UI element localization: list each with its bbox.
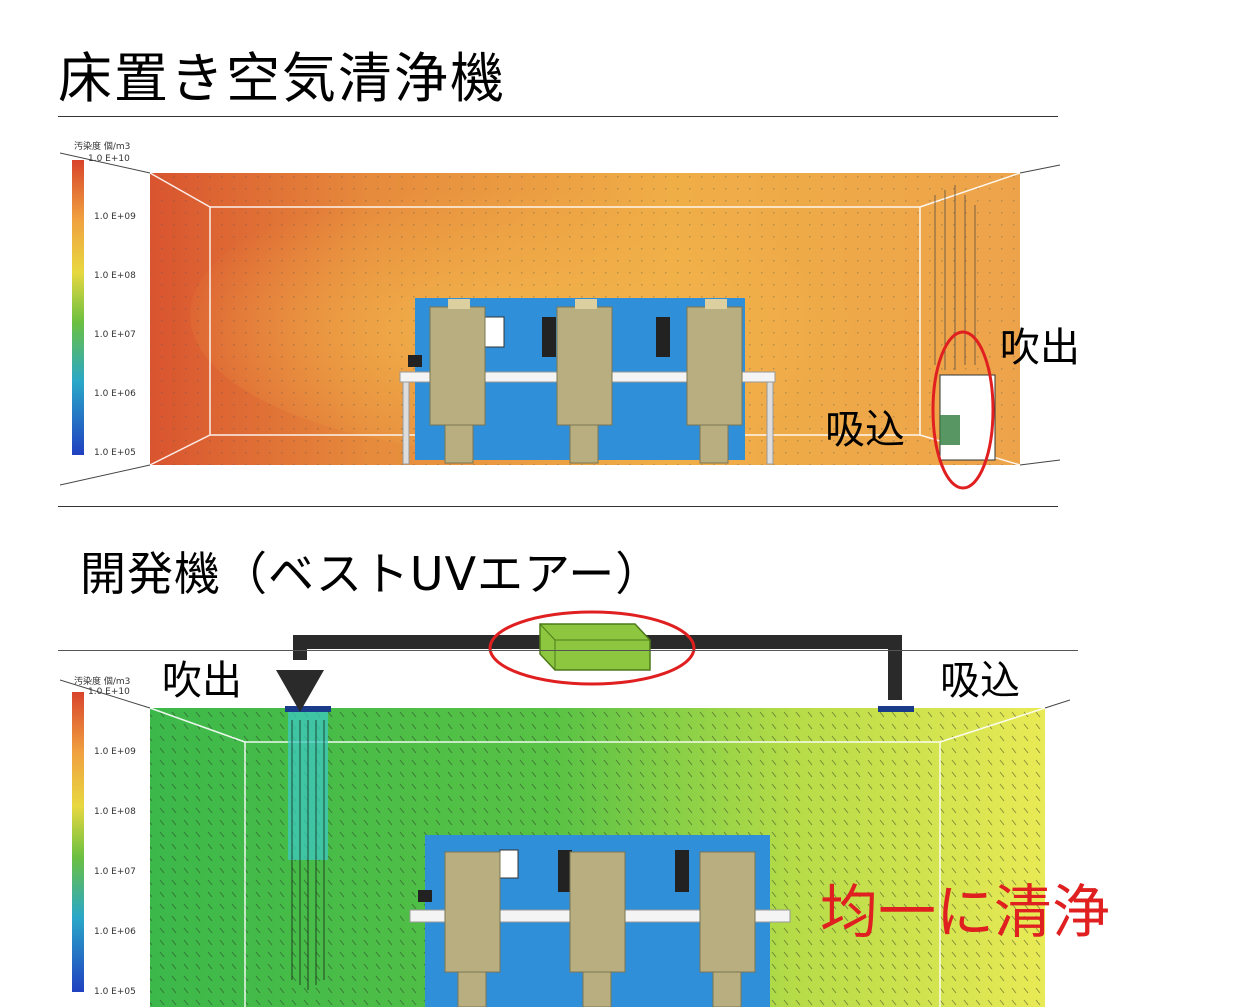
uv-air-unit xyxy=(539,623,651,671)
divider xyxy=(58,116,1058,117)
divider xyxy=(58,506,1058,507)
legend-tick: 1.0 E+08 xyxy=(94,271,136,281)
simulation-panel-floor-purifier: 汚染度 個/m3 1.0 E+10 1.0 E+09 1.0 E+08 1.0 … xyxy=(60,135,1080,505)
legend-tick: 1.0 E+09 xyxy=(94,747,136,757)
uv-air-duct-diagram xyxy=(276,610,902,712)
legend-tick: 1.0 E+05 xyxy=(94,448,136,458)
legend-title: 汚染度 個/m3 xyxy=(74,677,131,687)
inlet-label: 吸込 xyxy=(940,658,1020,704)
outlet-arrow xyxy=(276,670,324,712)
legend-tick: 1.0 E+06 xyxy=(94,389,136,399)
legend-tick: 1.0 E+05 xyxy=(94,987,136,997)
inlet-label: 吸込 xyxy=(825,407,905,453)
uniform-clean-label: 均一に清浄 xyxy=(820,878,1111,946)
simulation-panel-best-uv-air: 汚染度 個/m3 1.0 E+10 1.0 E+09 1.0 E+08 1.0 … xyxy=(60,660,1110,1007)
outlet-label: 吹出 xyxy=(1000,325,1080,371)
outlet-label: 吹出 xyxy=(162,658,242,704)
legend-tick: 1.0 E+07 xyxy=(94,330,136,340)
best-uv-air-simulation xyxy=(60,679,1070,1007)
purifier-highlight xyxy=(931,330,995,490)
legend-tick: 1.0 E+09 xyxy=(94,212,136,222)
legend-title: 汚染度 個/m3 xyxy=(74,142,131,152)
legend-tick: 1.0 E+10 xyxy=(88,154,130,164)
colorbar xyxy=(72,160,84,455)
colorbar xyxy=(72,692,84,992)
unit-highlight xyxy=(488,610,696,686)
divider xyxy=(58,650,1078,651)
section-2-title: 開発機（ベストUVエアー） xyxy=(80,547,663,601)
floor-purifier-simulation xyxy=(60,152,1061,490)
legend-tick: 1.0 E+06 xyxy=(94,927,136,937)
legend-tick: 1.0 E+08 xyxy=(94,807,136,817)
legend-tick: 1.0 E+10 xyxy=(88,687,130,697)
section-1-title: 床置き空気清浄機 xyxy=(58,47,506,110)
legend-tick: 1.0 E+07 xyxy=(94,867,136,877)
